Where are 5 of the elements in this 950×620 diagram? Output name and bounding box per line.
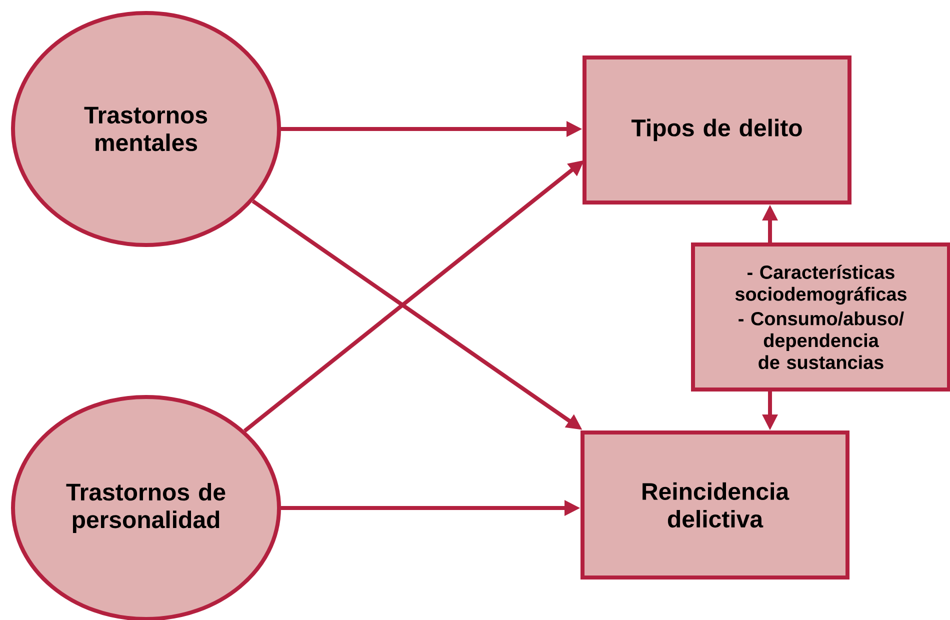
process-box: - Características sociodemográficas - Consumo/abuso/ dependencia de sustancias bbox=[691, 242, 950, 392]
ellipse-node: Trastornos de personalidad bbox=[11, 395, 281, 620]
process-box: Tipos de delito bbox=[582, 56, 852, 204]
ellipse-node: Trastornos mentales bbox=[11, 11, 281, 247]
process-box: Reincidencia delictiva bbox=[580, 430, 850, 580]
